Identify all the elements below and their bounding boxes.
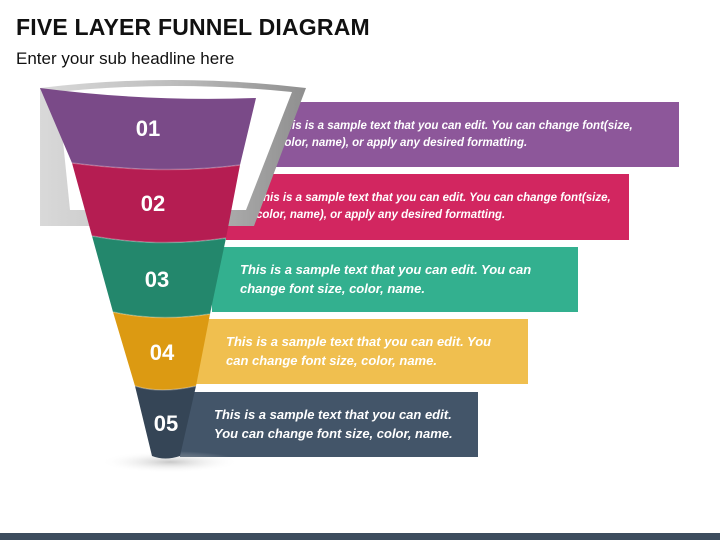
layer-2-number: 02 [141, 191, 165, 216]
layer-2-text: This is a sample text that you can edit.… [256, 192, 611, 221]
layer-4-banner: This is a sample text that you can edit.… [196, 319, 528, 384]
footer-bar [0, 533, 720, 540]
funnel-layer-4 [113, 312, 210, 390]
layer-5-text: This is a sample text that you can edit.… [214, 406, 453, 441]
layer-1-number: 01 [136, 116, 160, 141]
funnel-layer-1 [40, 88, 256, 170]
funnel-layer-2 [72, 163, 240, 243]
page-subtitle: Enter your sub headline here [16, 49, 235, 68]
layer-5-banner: This is a sample text that you can edit.… [180, 392, 478, 457]
layer-4-number: 04 [150, 340, 175, 365]
layer-3-text: This is a sample text that you can edit.… [240, 261, 532, 296]
layer-1-text: This is a sample text that you can edit.… [278, 119, 633, 149]
funnel-layer-3 [92, 236, 226, 318]
layer-3-number: 03 [145, 267, 169, 292]
layer-5-number: 05 [154, 411, 178, 436]
funnel-shadow [100, 451, 240, 473]
page-title: FIVE LAYER FUNNEL DIAGRAM [16, 14, 370, 40]
layer-3-banner: This is a sample text that you can edit.… [212, 247, 578, 312]
layer-2-banner: This is a sample text that you can edit.… [226, 174, 629, 240]
layer-4-text: This is a sample text that you can edit.… [226, 333, 492, 368]
layer-1-banner: This is a sample text that you can edit.… [250, 102, 679, 167]
funnel-layer-5 [135, 386, 196, 459]
